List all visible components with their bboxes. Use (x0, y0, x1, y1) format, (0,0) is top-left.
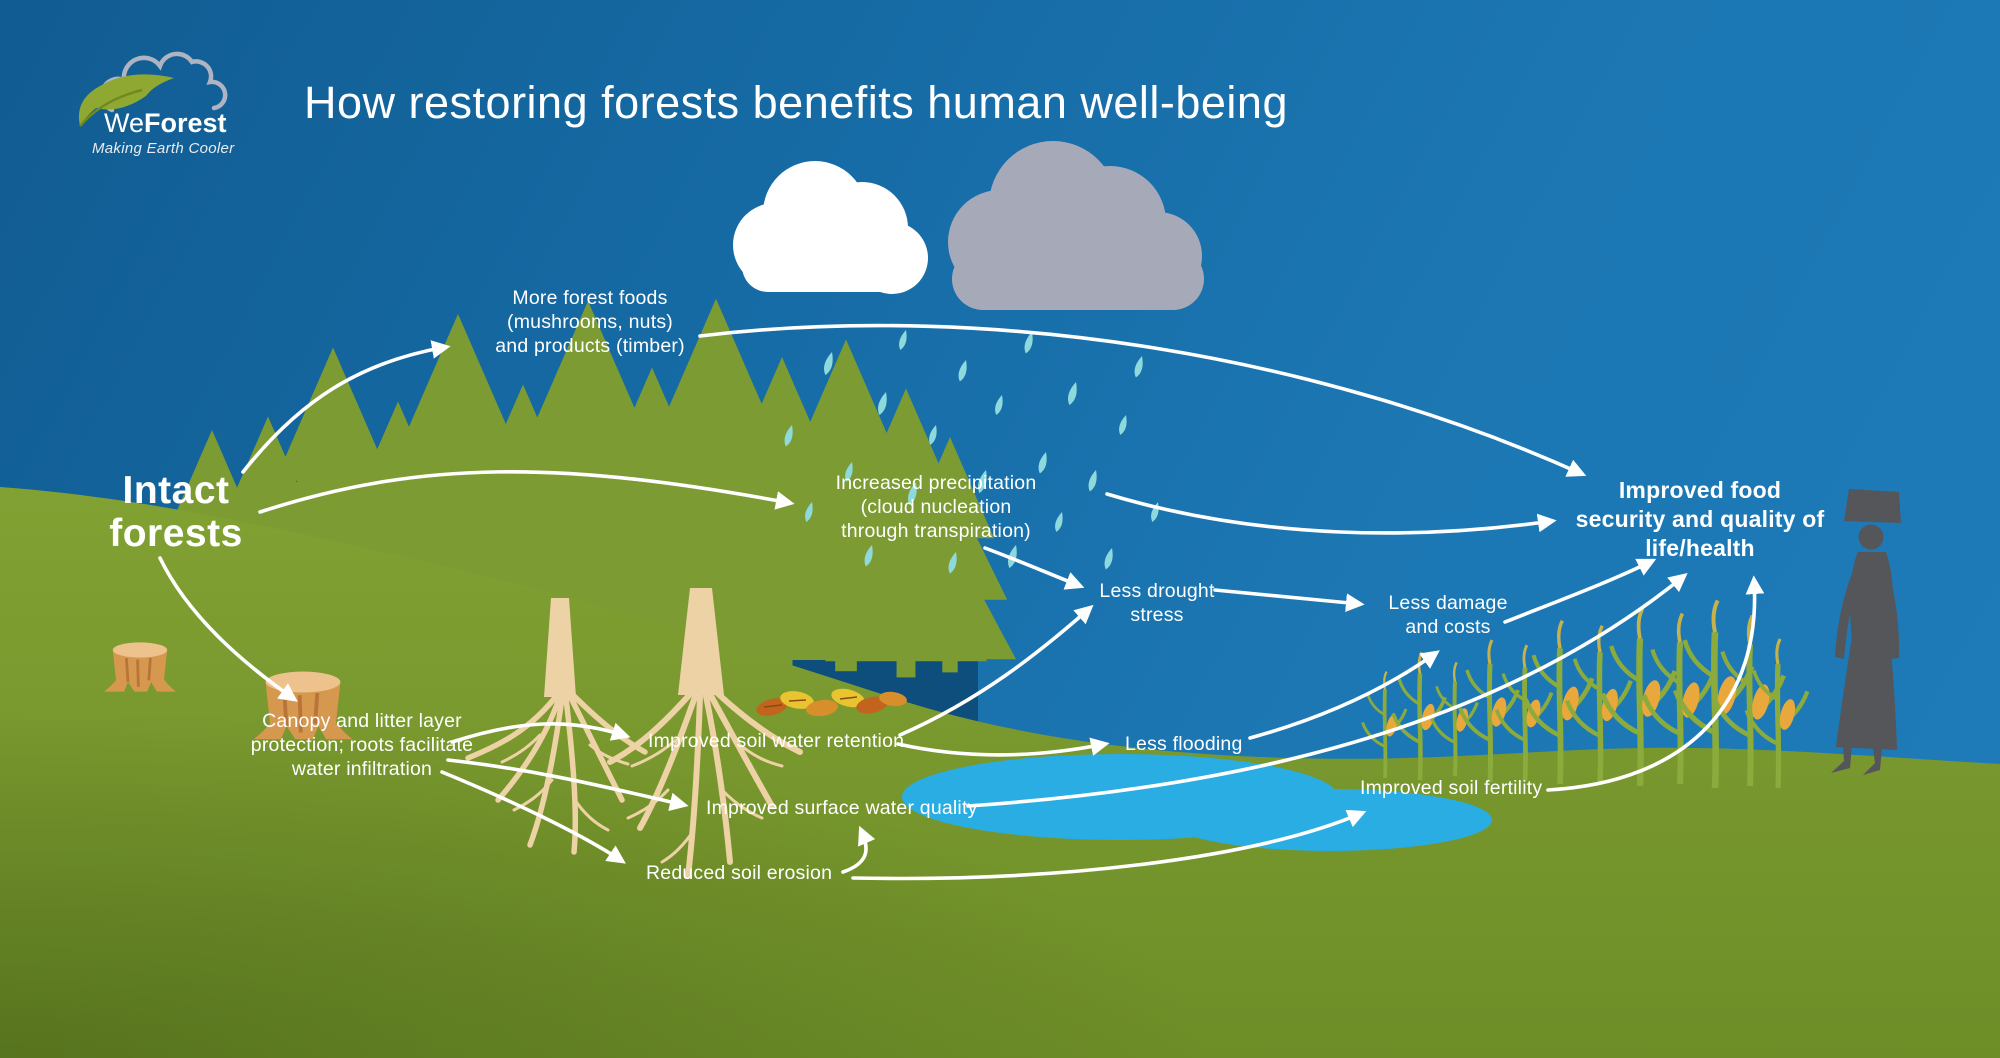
arrow-retention-to-flooding (896, 737, 1110, 757)
page-title: How restoring forests benefits human wel… (304, 77, 1288, 128)
label-less-flooding: Less flooding (1125, 733, 1243, 755)
arrow-retention-to-drought (898, 604, 1094, 737)
arrow-precipitation-to-foodsecurity (1105, 492, 1557, 535)
arrow-intact-to-precipitation (258, 470, 795, 514)
arrow-erosion-to-fertility (851, 809, 1367, 881)
label-drought-stress: Less drought stress (1099, 580, 1215, 626)
white-cloud-icon (733, 161, 928, 294)
arrow-damage-to-foodsecurity (1503, 558, 1657, 624)
label-canopy-protection: Canopy and litter layer protection; root… (250, 710, 474, 780)
pond-icon (902, 754, 1492, 851)
flow-arrows (158, 323, 1765, 881)
label-food-security: Improved food security and quality of li… (1575, 477, 1825, 561)
logo-tagline: Making Earth Cooler (92, 140, 235, 157)
arrow-intact-to-canopy (158, 556, 298, 702)
logo-wordmark: WeForest (104, 108, 227, 138)
arrow-fertility-to-foodsecurity (1546, 575, 1765, 792)
label-soil-fertility: Improved soil fertility (1360, 777, 1543, 799)
arrow-canopy-to-erosion (440, 770, 626, 864)
weforest-logo: WeForest Making Earth Cooler (72, 48, 302, 173)
rain-cloud-icon (948, 141, 1204, 310)
arrow-flooding-to-damage (1248, 650, 1440, 740)
arrow-intact-to-foods (241, 340, 451, 474)
arrow-canopy-to-retention (450, 722, 631, 744)
arrow-drought-to-damage (1213, 588, 1365, 612)
label-surface-water-quality: Improved surface water quality (706, 797, 978, 819)
leaf-litter-icon (756, 688, 907, 717)
label-precipitation: Increased precipitation (cloud nucleatio… (835, 472, 1037, 542)
weforest-leaf-cloud-logo-icon (78, 51, 228, 127)
label-damage-costs: Less damage and costs (1388, 592, 1508, 638)
label-soil-water-retention: Improved soil water retention (648, 730, 905, 752)
arrow-precipitation-to-drought (983, 546, 1085, 590)
arrow-foods-to-foodsecurity (698, 323, 1587, 477)
arrow-erosion-to-waterquality (841, 825, 876, 874)
arrow-waterquality-to-foodsecurity (966, 573, 1688, 808)
woman-carrying-basket-icon (1831, 489, 1901, 775)
label-intact-forests: Intact forests (109, 469, 243, 555)
label-reduced-erosion: Reduced soil erosion (646, 862, 833, 884)
label-forest-foods: More forest foods (mushrooms, nuts) and … (495, 287, 685, 357)
arrow-canopy-to-waterquality (446, 758, 689, 812)
